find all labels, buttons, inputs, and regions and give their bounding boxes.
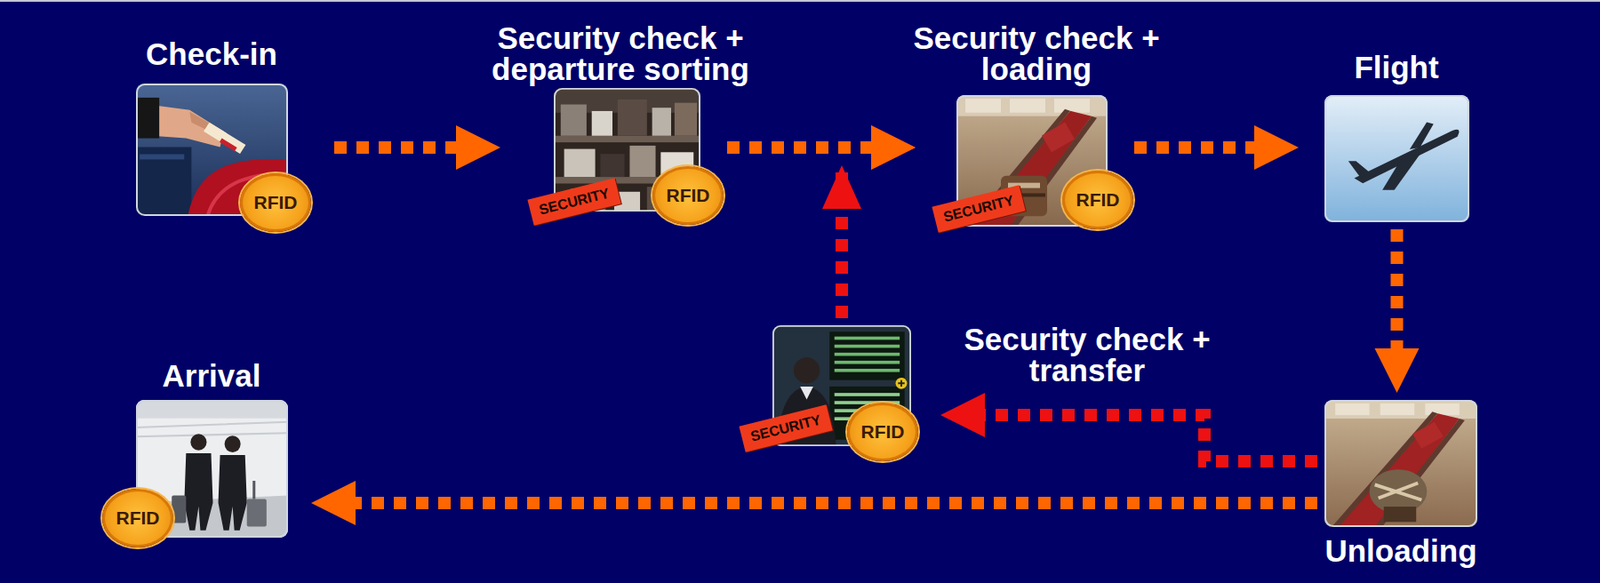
arrowhead: [940, 392, 985, 438]
step-heading: Check-in: [145, 38, 278, 70]
merge-arrowhead: [822, 165, 862, 209]
process-tile: Security check + departure sortingSECURI…: [553, 88, 701, 212]
flow-arrow: [311, 480, 1318, 526]
frame-line: [0, 0, 1600, 2]
badge-text: RFID: [116, 507, 160, 529]
badge-text: RFID: [1076, 189, 1120, 211]
unloading-photo: [1324, 400, 1478, 528]
rfid-badge: RFID: [102, 488, 174, 548]
dashed-line: [984, 415, 1318, 462]
badge-text: RFID: [666, 184, 711, 207]
flow-arrow: [940, 392, 1318, 462]
arrowhead: [311, 480, 356, 526]
flow-arrow: [1375, 229, 1420, 393]
process-tile: Check-inRFID: [136, 83, 288, 216]
process-tile: Flight: [1324, 95, 1470, 223]
flow-arrow: [1134, 125, 1299, 170]
badge-text: RFID: [861, 421, 905, 443]
arrowhead: [1375, 348, 1420, 393]
process-tile: Security check + loadingSECURITYRFID: [956, 95, 1108, 227]
process-tile: Security check + transferSECURITYRFID: [772, 325, 912, 447]
dashed-line: [355, 496, 1318, 510]
step-heading: Security check + transfer: [936, 323, 1239, 386]
badge-text: RFID: [254, 192, 298, 214]
rfid-badge: RFID: [240, 173, 312, 232]
arrowhead: [1254, 125, 1299, 170]
dashed-line: [841, 147, 872, 319]
arrowhead: [456, 125, 501, 170]
arrowhead: [871, 125, 916, 170]
dashed-line: [1134, 141, 1255, 154]
step-heading: Unloading: [1324, 535, 1477, 567]
edge-group: [311, 125, 1420, 526]
dashed-line: [1391, 229, 1404, 349]
step-heading: Security check + loading: [885, 22, 1188, 85]
dashed-line: [334, 141, 456, 154]
process-tile: Unloading: [1324, 400, 1478, 528]
dashed-line: [727, 141, 872, 154]
rfid-badge: RFID: [652, 166, 724, 225]
process-tile: ArrivalRFID: [136, 400, 288, 538]
step-heading: Arrival: [162, 360, 262, 392]
flow-arrow: [727, 125, 916, 170]
rfid-badge: RFID: [1062, 170, 1134, 230]
step-heading: Flight: [1353, 51, 1439, 83]
decoration-group: [822, 165, 862, 209]
flight-photo: [1324, 95, 1470, 223]
step-heading: Security check + departure sorting: [469, 22, 772, 85]
tag-text: SECURITY: [537, 184, 612, 217]
flow-arrow: [334, 125, 501, 170]
rfid-badge: RFID: [847, 402, 919, 462]
arrowhead: [871, 125, 916, 170]
line-mask: [727, 129, 872, 166]
